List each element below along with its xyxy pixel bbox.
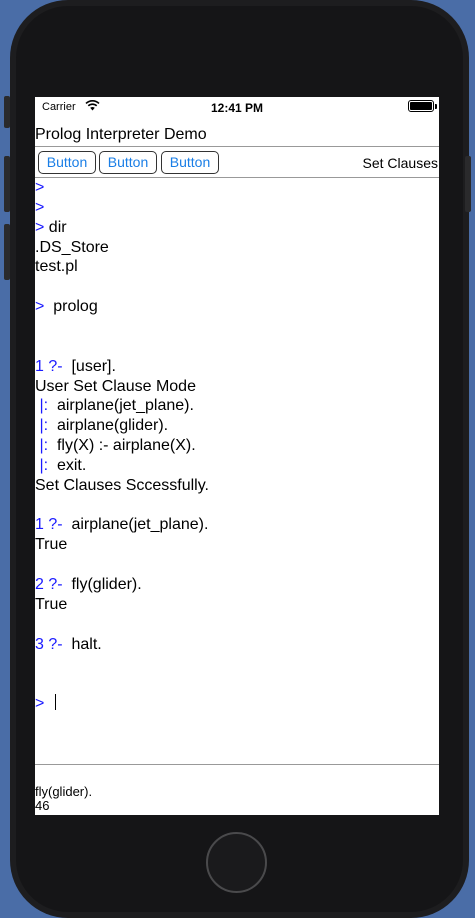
console-line: True <box>35 595 67 615</box>
console-line: True <box>35 535 67 555</box>
console-prompt: 3 ?- <box>35 635 63 653</box>
console-text: airplane(jet_plane). <box>62 516 209 534</box>
console-line: > <box>35 198 44 218</box>
console-text: Set Clauses Sccessfully. <box>35 476 209 494</box>
character-count: 46 <box>35 798 50 813</box>
battery-icon <box>408 100 434 112</box>
console-text: fly(glider). <box>62 576 142 593</box>
console-prompt: |: <box>35 397 49 415</box>
console-line: test.pl <box>35 257 78 277</box>
carrier-label: Carrier <box>42 101 76 113</box>
console-text: [user]. <box>62 357 116 375</box>
console-prompt: |: <box>35 456 49 474</box>
button-2[interactable]: Button <box>99 151 157 174</box>
bottom-divider <box>35 764 439 765</box>
power-button <box>465 156 471 212</box>
console-line: |: fly(X) :- airplane(X). <box>35 436 196 456</box>
console-line: 1 ?- [user]. <box>35 357 116 377</box>
console-text: fly(X) :- airplane(X). <box>48 437 196 455</box>
console-prompt: > <box>35 218 45 236</box>
console-text: .DS_Store <box>35 238 109 256</box>
toolbar: Button Button Button Set Clauses <box>35 148 439 176</box>
mute-switch <box>4 96 10 128</box>
console-line: |: airplane(jet_plane). <box>35 396 194 416</box>
console-prompt: > <box>35 179 45 196</box>
button-3[interactable]: Button <box>161 151 219 174</box>
console-text: airplane(jet_plane). <box>48 397 194 415</box>
console-prompt: 2 ?- <box>35 576 63 593</box>
console-text: halt. <box>62 635 102 653</box>
wifi-icon <box>85 100 100 111</box>
volume-up-button <box>4 156 10 212</box>
console-line: 1 ?- airplane(jet_plane). <box>35 515 208 535</box>
volume-down-button <box>4 224 10 280</box>
console-prompt: 1 ?- <box>35 357 63 375</box>
console-text: True <box>35 536 68 554</box>
console-line: 3 ?- halt. <box>35 635 102 655</box>
console-text <box>44 695 53 712</box>
title-divider <box>35 146 439 147</box>
console-prompt: 1 ?- <box>35 516 63 534</box>
bottom-area: fly(glider). 46 <box>35 785 439 813</box>
console-line: Set Clauses Sccessfully. <box>35 476 209 496</box>
screen: Carrier 12:41 PM Prolog Interpreter Demo… <box>35 97 439 815</box>
toolbar-divider <box>35 177 439 178</box>
console-line: User Set Clause Mode <box>35 377 196 397</box>
set-clauses-label: Set Clauses <box>362 155 438 171</box>
console-line: |: exit. <box>35 456 86 476</box>
button-1[interactable]: Button <box>38 151 96 174</box>
console-text: dir <box>44 218 67 236</box>
console-text: airplane(glider). <box>48 417 169 435</box>
console-prompt: |: <box>35 437 49 455</box>
console-line: .DS_Store <box>35 238 109 258</box>
console-prompt: > <box>35 298 45 316</box>
console-prompt: > <box>35 198 45 216</box>
page-title: Prolog Interpreter Demo <box>35 126 207 143</box>
console-line: |: airplane(glider). <box>35 416 168 436</box>
console-line: > prolog <box>35 297 98 317</box>
console-line: > <box>35 694 57 714</box>
battery-tip <box>435 104 437 109</box>
console-text: test.pl <box>35 258 78 276</box>
home-button[interactable] <box>206 832 267 893</box>
status-time: 12:41 PM <box>210 101 264 115</box>
console-text: prolog <box>44 298 98 316</box>
status-bar: Carrier 12:41 PM <box>35 97 439 117</box>
text-cursor <box>55 694 57 711</box>
console-line: 2 ?- fly(glider). <box>35 575 142 595</box>
console-text: exit. <box>48 456 87 474</box>
console-line: > <box>35 178 44 198</box>
console-text: True <box>35 595 68 613</box>
console-prompt: |: <box>35 417 49 435</box>
console-prompt: > <box>35 695 45 713</box>
console-line: > dir <box>35 218 67 238</box>
input-echo: fly(glider). <box>35 784 93 799</box>
console-text: User Set Clause Mode <box>35 377 196 395</box>
